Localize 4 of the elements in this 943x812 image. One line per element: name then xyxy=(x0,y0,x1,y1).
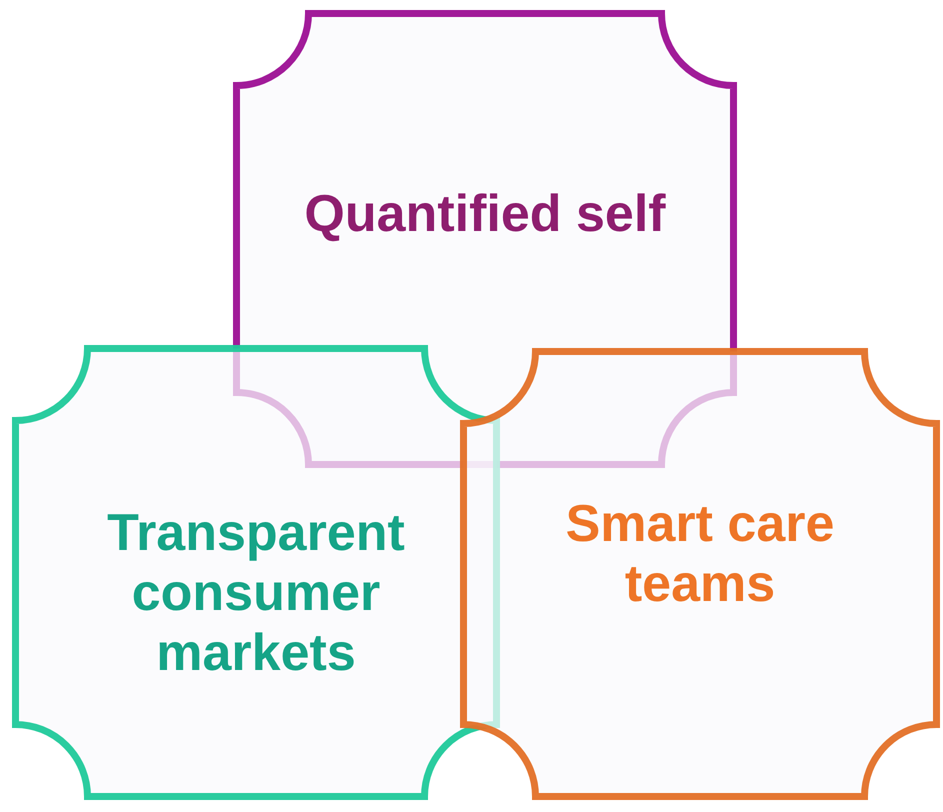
node-label: Smart care teams xyxy=(564,494,836,614)
node-label: Quantified self xyxy=(304,184,666,244)
node-label: Transparent consumer markets xyxy=(106,502,406,682)
notched-box xyxy=(460,348,940,800)
